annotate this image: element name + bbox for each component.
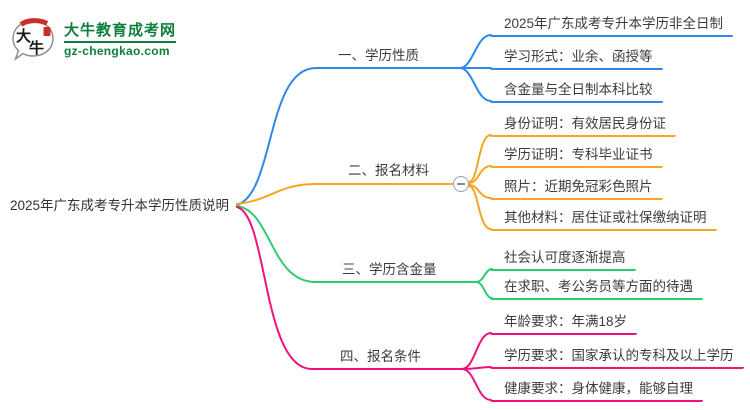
daniu-bubble-icon: 大 牛 <box>12 18 54 61</box>
branch-label-2: 二、报名材料 <box>348 163 429 178</box>
leaf-node: 其他材料：居住证或社保缴纳证明 <box>490 209 717 231</box>
branch-label-3: 三、学历含金量 <box>342 262 437 277</box>
branch-label-4: 四、报名条件 <box>340 349 421 364</box>
leaf-node: 学历要求：国家承认的专科及以上学历 <box>490 347 744 369</box>
root-node: 2025年广东成考专升本学历性质说明 <box>10 198 230 213</box>
branch-label-1: 一、学历性质 <box>338 48 419 63</box>
logo-site-url: gz-chengkao.com <box>64 41 177 59</box>
leaf-node: 照片：近期免冠彩色照片 <box>490 178 663 200</box>
branch1-lines <box>236 34 492 206</box>
branch3-lines <box>236 205 493 299</box>
leaf-node: 学历证明：专科毕业证书 <box>490 146 663 168</box>
leaf-node: 含金量与全日制本科比较 <box>490 81 663 103</box>
leaf-node: 年龄要求：年满18岁 <box>490 313 638 335</box>
logo-char-da: 大 <box>16 27 31 45</box>
logo-char-niu: 牛 <box>29 39 44 57</box>
branch4-lines <box>236 206 492 401</box>
branch2-collapse-toggle[interactable] <box>453 176 469 192</box>
site-logo: 大 牛 大牛教育成考网 gz-chengkao.com <box>10 16 177 64</box>
logo-text-block: 大牛教育成考网 gz-chengkao.com <box>64 21 177 59</box>
leaf-node: 2025年广东成考专升本学历非全日制 <box>490 15 734 37</box>
leaf-node: 学习形式：业余、函授等 <box>490 48 663 70</box>
minus-icon <box>457 183 465 185</box>
leaf-node: 社会认可度逐渐提高 <box>490 249 636 271</box>
leaf-node: 在求职、考公务员等方面的待遇 <box>490 278 703 300</box>
logo-site-name: 大牛教育成考网 <box>64 22 177 39</box>
leaf-node: 健康要求：身体健康，能够自理 <box>490 380 703 402</box>
leaf-node: 身份证明：有效居民身份证 <box>490 115 676 137</box>
branch2-lines <box>236 134 492 230</box>
